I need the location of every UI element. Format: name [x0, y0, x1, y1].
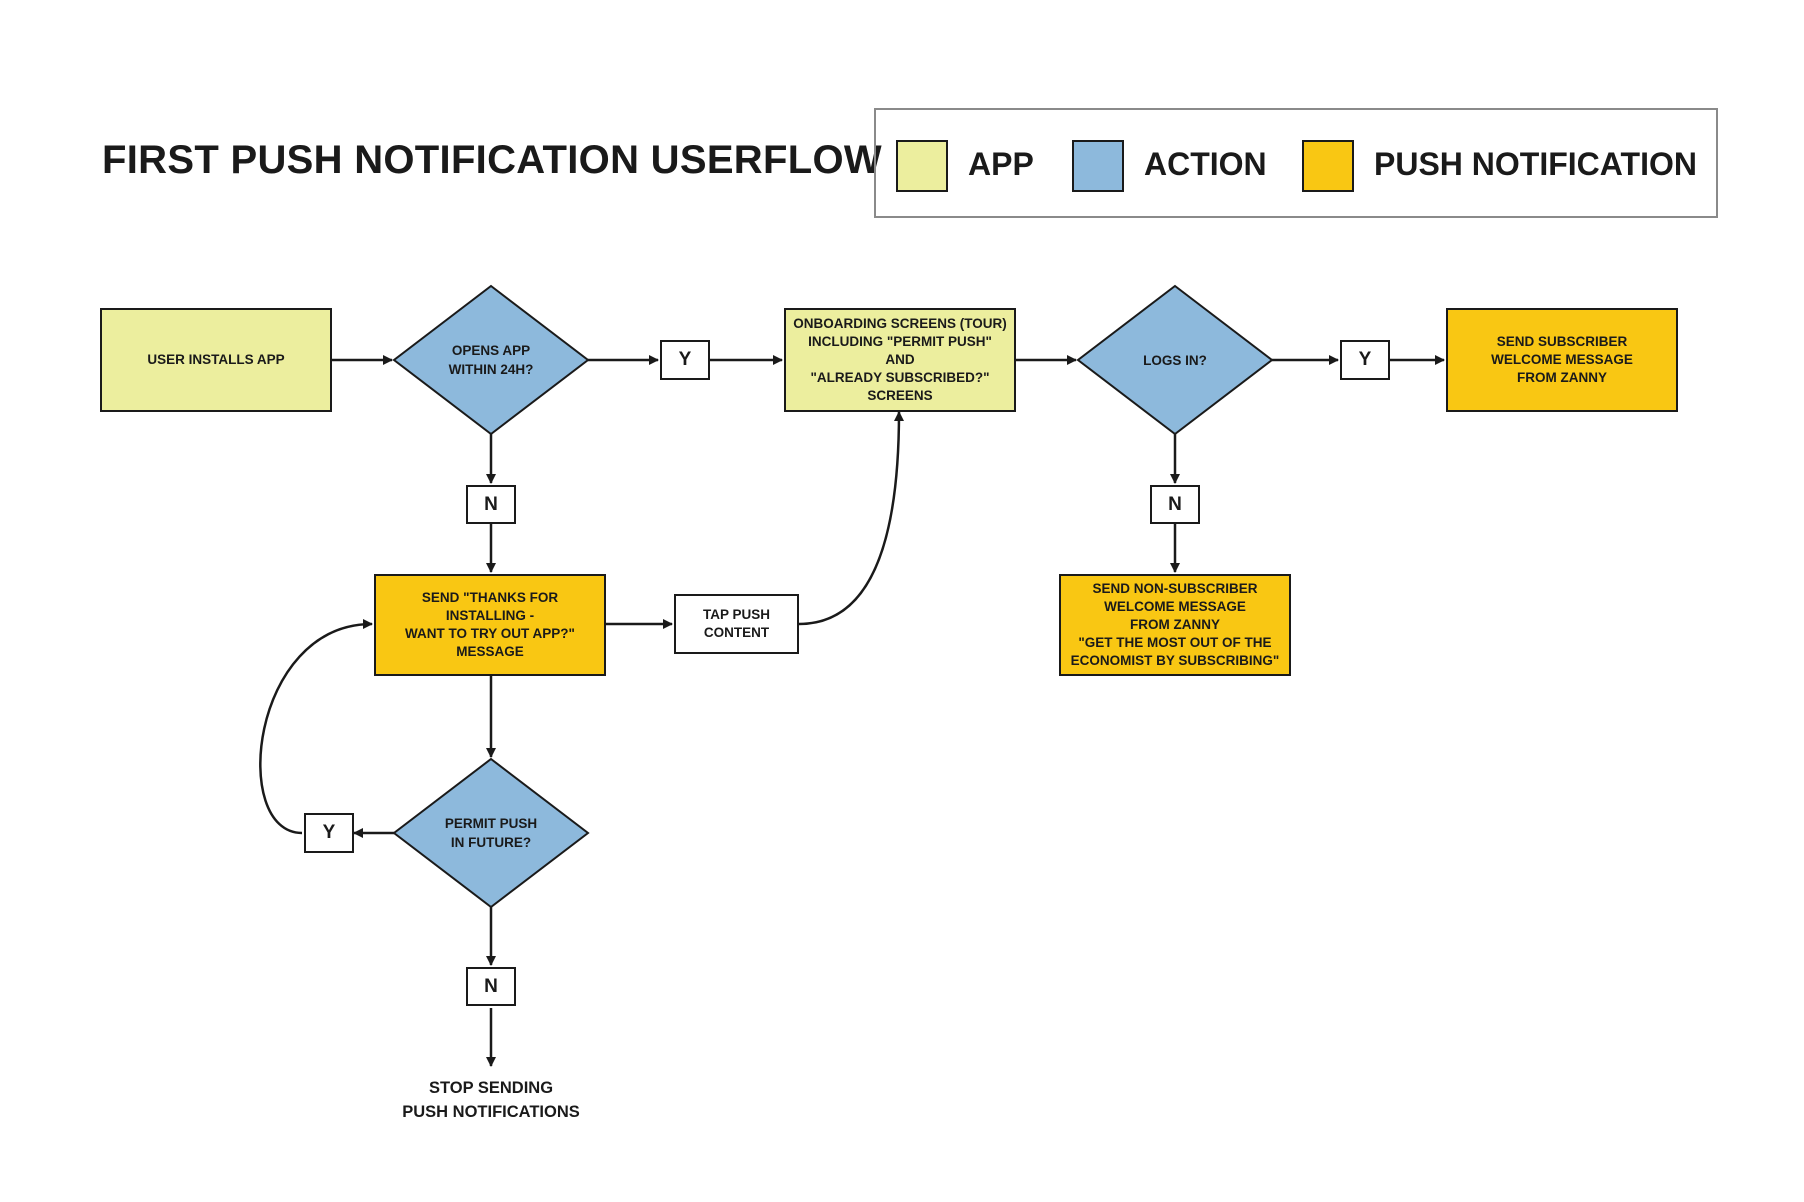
logs-in-yes-label: Y — [1340, 340, 1390, 380]
stop-sending-text: STOP SENDING PUSH NOTIFICATIONS — [402, 1079, 580, 1121]
permit-push-no-label: N — [466, 967, 516, 1006]
permit-push-label: PERMIT PUSH IN FUTURE? — [444, 816, 538, 850]
legend-action-label: ACTION — [1144, 146, 1267, 182]
onboarding-box: ONBOARDING SCREENS (TOUR) INCLUDING "PER… — [784, 308, 1016, 412]
opens-app-no-label: N — [466, 485, 516, 524]
send-subscriber-box: SEND SUBSCRIBER WELCOME MESSAGE FROM ZAN… — [1446, 308, 1678, 412]
send-thanks-box: SEND "THANKS FOR INSTALLING - WANT TO TR… — [374, 574, 606, 676]
edge-y-loop-to-thanks — [259, 619, 373, 835]
opens-app-label: OPENS APP WITHIN 24H? — [448, 343, 534, 377]
permit-push-yes-label: Y — [304, 813, 354, 853]
legend: APP ACTION PUSH NOTIFICATION — [874, 108, 1718, 218]
logs-in-no-label: N — [1150, 485, 1200, 524]
opens-app-yes-label: Y — [660, 340, 710, 380]
legend-push-swatch — [1302, 140, 1354, 192]
logs-in-label: LOGS IN? — [1143, 352, 1207, 368]
page-title: FIRST PUSH NOTIFICATION USERFLOW — [102, 138, 882, 182]
tap-push-box: TAP PUSH CONTENT — [674, 594, 799, 654]
legend-app-swatch — [896, 140, 948, 192]
send-non-subscriber-box: SEND NON-SUBSCRIBER WELCOME MESSAGE FROM… — [1059, 574, 1291, 676]
edge-tap-to-onboarding — [798, 411, 904, 626]
legend-app-label: APP — [968, 146, 1034, 182]
legend-action-swatch — [1072, 140, 1124, 192]
legend-push-label: PUSH NOTIFICATION — [1374, 146, 1697, 182]
user-installs-box: USER INSTALLS APP — [100, 308, 332, 412]
